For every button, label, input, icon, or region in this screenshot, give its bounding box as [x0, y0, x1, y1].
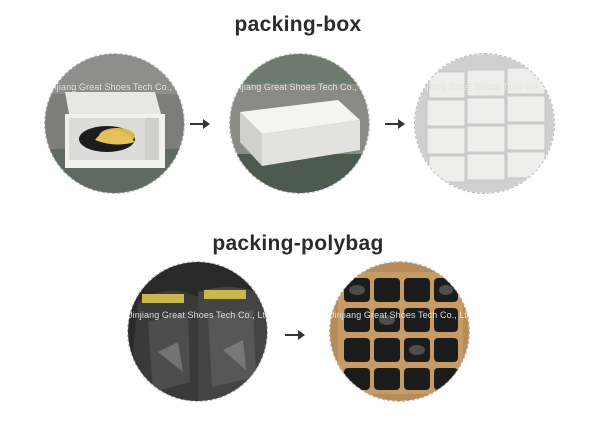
section-title-packing-box: packing-box [234, 13, 362, 36]
photo-carton-with-bagged-shoes: Jinjiang Great Shoes Tech Co., Ltd. [329, 261, 470, 402]
watermark-text: Jinjiang Great Shoes Tech Co., Ltd. [45, 82, 185, 92]
right-arrow-icon [285, 330, 305, 340]
watermark-text: Jinjiang Great Shoes Tech Co., Ltd. [128, 310, 268, 320]
photo-shoes-in-polybags: Jinjiang Great Shoes Tech Co., Ltd. [127, 261, 268, 402]
right-arrow-icon [190, 119, 210, 129]
section-title-packing-polybag: packing-polybag [212, 232, 384, 255]
photo-open-shoebox: Jinjiang Great Shoes Tech Co., Ltd. [44, 53, 185, 194]
photo-closed-shoebox: Jinjiang Great Shoes Tech Co., Ltd. [229, 53, 370, 194]
watermark-text: Jinjiang Great Shoes Tech Co., Ltd. [415, 82, 555, 92]
photo-stacked-shoeboxes: Jinjiang Great Shoes Tech Co., Ltd. [414, 53, 555, 194]
watermark-text: Jinjiang Great Shoes Tech Co., Ltd. [330, 310, 470, 320]
watermark-text: Jinjiang Great Shoes Tech Co., Ltd. [230, 82, 370, 92]
right-arrow-icon [385, 119, 405, 129]
